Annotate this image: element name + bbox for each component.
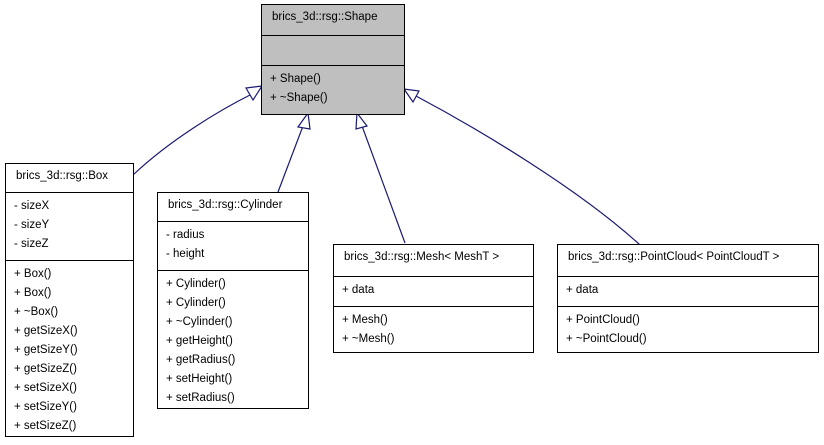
class-box: brics_3d::rsg::Box - sizeX - sizeY - siz… xyxy=(5,163,134,437)
class-cylinder-methods: + Cylinder() + Cylinder() + ~Cylinder() … xyxy=(158,270,308,411)
class-mesh-name: brics_3d::rsg::Mesh< MeshT > xyxy=(344,251,500,263)
class-cylinder-name: brics_3d::rsg::Cylinder xyxy=(168,199,283,211)
class-mesh: brics_3d::rsg::Mesh< MeshT > + data + Me… xyxy=(333,244,534,353)
edge-box-to-shape xyxy=(132,94,251,176)
method: + setSizeZ() xyxy=(14,420,77,432)
class-pointcloud-attributes: + data xyxy=(558,276,818,306)
edge-pointcloud-to-shape xyxy=(415,95,641,246)
class-shape-attributes xyxy=(262,35,404,65)
attribute: - radius xyxy=(166,229,205,241)
method: + ~Cylinder() xyxy=(166,316,233,328)
class-shape: brics_3d::rsg::Shape + Shape() + ~Shape(… xyxy=(261,4,405,115)
method: + getHeight() xyxy=(166,335,233,347)
attribute: + data xyxy=(342,284,375,296)
method: + Box() xyxy=(14,268,52,280)
method: + setHeight() xyxy=(166,373,233,385)
edge-cylinder-arrowhead xyxy=(296,111,311,130)
edge-mesh-to-shape xyxy=(361,125,406,244)
class-pointcloud-name: brics_3d::rsg::PointCloud< PointCloudT > xyxy=(568,251,780,263)
attribute: - sizeX xyxy=(14,200,50,212)
method: + ~Box() xyxy=(14,306,59,318)
class-box-methods: + Box() + Box() + ~Box() + getSizeX() + … xyxy=(6,260,133,439)
class-cylinder: brics_3d::rsg::Cylinder - radius - heigh… xyxy=(157,192,309,409)
method: + getSizeX() xyxy=(14,325,78,337)
class-mesh-attributes: + data xyxy=(334,276,533,306)
edge-pointcloud-arrowhead xyxy=(402,88,420,104)
edge-mesh-arrowhead xyxy=(355,111,369,130)
class-mesh-methods: + Mesh() + ~Mesh() xyxy=(334,306,533,352)
method: + getSizeY() xyxy=(14,344,78,356)
method: + ~PointCloud() xyxy=(566,333,647,345)
method: + Shape() xyxy=(270,73,321,85)
attribute: - sizeZ xyxy=(14,238,49,250)
class-box-name: brics_3d::rsg::Box xyxy=(16,170,109,182)
class-cylinder-attributes: - radius - height xyxy=(158,221,308,270)
method: + ~Shape() xyxy=(270,92,328,104)
method: + setSizeY() xyxy=(14,401,77,413)
class-shape-methods: + Shape() + ~Shape() xyxy=(262,65,404,111)
class-pointcloud-methods: + PointCloud() + ~PointCloud() xyxy=(558,306,818,352)
method: + Cylinder() xyxy=(166,278,226,290)
attribute: - height xyxy=(166,248,205,260)
class-pointcloud: brics_3d::rsg::PointCloud< PointCloudT >… xyxy=(557,244,819,353)
method: + setRadius() xyxy=(166,392,235,404)
method: + getRadius() xyxy=(166,354,236,366)
method: + getSizeZ() xyxy=(14,363,77,375)
method: + PointCloud() xyxy=(566,314,640,326)
class-box-attributes: - sizeX - sizeY - sizeZ xyxy=(6,192,133,260)
edge-cylinder-to-shape xyxy=(277,125,304,193)
method: + Mesh() xyxy=(342,314,388,326)
method: + Cylinder() xyxy=(166,297,226,309)
attribute: - sizeY xyxy=(14,219,50,231)
method: + Box() xyxy=(14,287,52,299)
edge-box-arrowhead xyxy=(245,85,264,102)
attribute: + data xyxy=(566,284,599,296)
method: + setSizeX() xyxy=(14,382,77,394)
class-shape-name: brics_3d::rsg::Shape xyxy=(272,11,378,23)
method: + ~Mesh() xyxy=(342,333,395,345)
